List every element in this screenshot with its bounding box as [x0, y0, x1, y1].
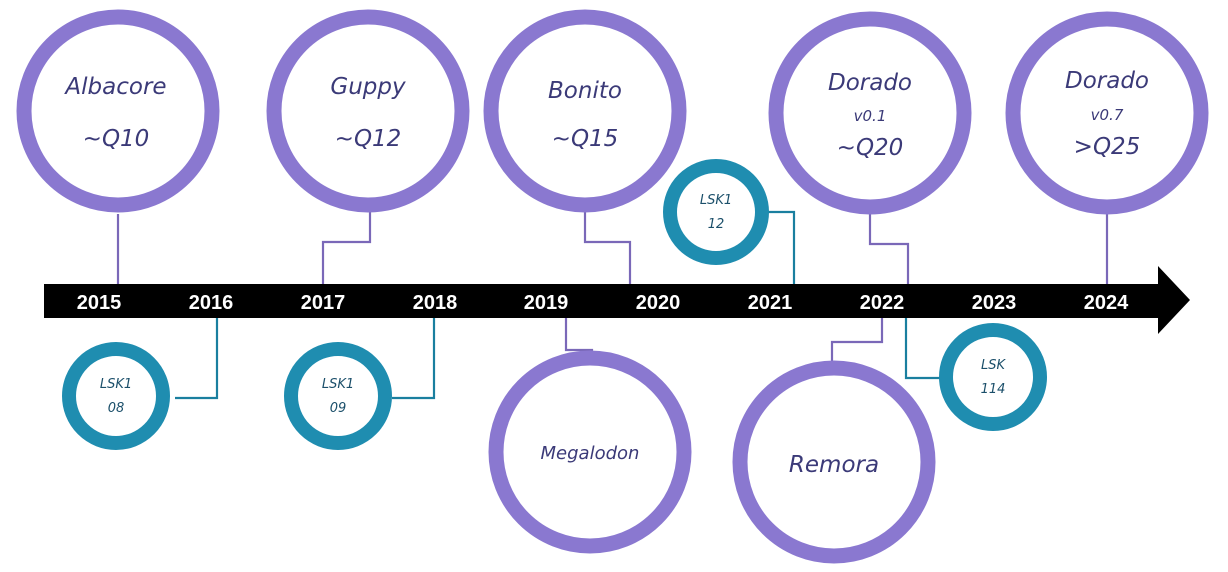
basecaller-version: v0.1: [854, 107, 887, 125]
basecaller-name: Remora: [789, 452, 879, 478]
year-label: 2019: [524, 292, 569, 314]
basecaller-name: Guppy: [330, 74, 406, 100]
kit-label-line1: LSK1: [700, 193, 732, 208]
year-label: 2022: [860, 292, 905, 314]
basecaller-dorado-v01: Dorado v0.1 ~Q20: [768, 11, 972, 215]
basecaller-accuracy: ~Q20: [837, 135, 904, 161]
connector-remora: [830, 318, 884, 370]
kit-lsk108: LSK1 08: [62, 342, 170, 450]
year-labels: 2015 2016 2017 2018 2019 2020 2021 2022 …: [77, 292, 1129, 314]
basecaller-bonito: Bonito ~Q15: [483, 9, 687, 213]
basecaller-megalodon: Megalodon: [488, 350, 692, 554]
basecaller-name: Albacore: [63, 74, 166, 100]
kit-lsk114: LSK 114: [939, 323, 1047, 431]
kit-label-line1: LSK: [981, 358, 1006, 373]
basecaller-accuracy: ~Q12: [335, 126, 402, 152]
year-label: 2023: [972, 292, 1017, 314]
connector-lsk112: [762, 210, 796, 284]
connector-lsk108: [175, 318, 219, 400]
kit-lsk109: LSK1 09: [284, 342, 392, 450]
basecaller-name: Dorado: [1065, 68, 1149, 94]
kit-label-line2: 08: [108, 401, 125, 416]
basecaller-accuracy: >Q25: [1074, 134, 1141, 160]
basecaller-name: Megalodon: [541, 443, 640, 464]
year-label: 2017: [301, 292, 346, 314]
basecaller-accuracy: ~Q10: [83, 126, 150, 152]
year-label: 2021: [748, 292, 793, 314]
year-label: 2018: [413, 292, 458, 314]
basecaller-remora: Remora: [732, 360, 936, 564]
kit-label-line2: 114: [981, 382, 1006, 397]
kit-label-line2: 12: [708, 217, 725, 232]
kit-lsk112: LSK1 12: [663, 159, 769, 265]
basecaller-albacore: Albacore ~Q10: [16, 9, 220, 213]
year-label: 2024: [1084, 292, 1129, 314]
basecaller-name: Bonito: [548, 78, 622, 104]
connector-guppy: [321, 212, 372, 284]
kit-label-line2: 09: [330, 401, 347, 416]
connector-lsk114: [904, 318, 940, 380]
kit-label-line1: LSK1: [100, 377, 132, 392]
connector-dorado-v01: [868, 214, 910, 284]
basecaller-version: v0.7: [1091, 106, 1124, 124]
basecaller-accuracy: ~Q15: [552, 126, 619, 152]
basecaller-dorado-v07: Dorado v0.7 >Q25: [1005, 11, 1209, 215]
timeline-arrow: [44, 266, 1190, 334]
year-label: 2020: [636, 292, 681, 314]
basecaller-guppy: Guppy ~Q12: [266, 9, 470, 213]
year-label: 2015: [77, 292, 122, 314]
year-label: 2016: [189, 292, 234, 314]
connector-lsk109: [392, 318, 436, 400]
connector-bonito: [583, 212, 632, 284]
connector-lines: [116, 210, 1109, 400]
kit-label-line1: LSK1: [322, 377, 354, 392]
basecaller-name: Dorado: [828, 70, 912, 96]
